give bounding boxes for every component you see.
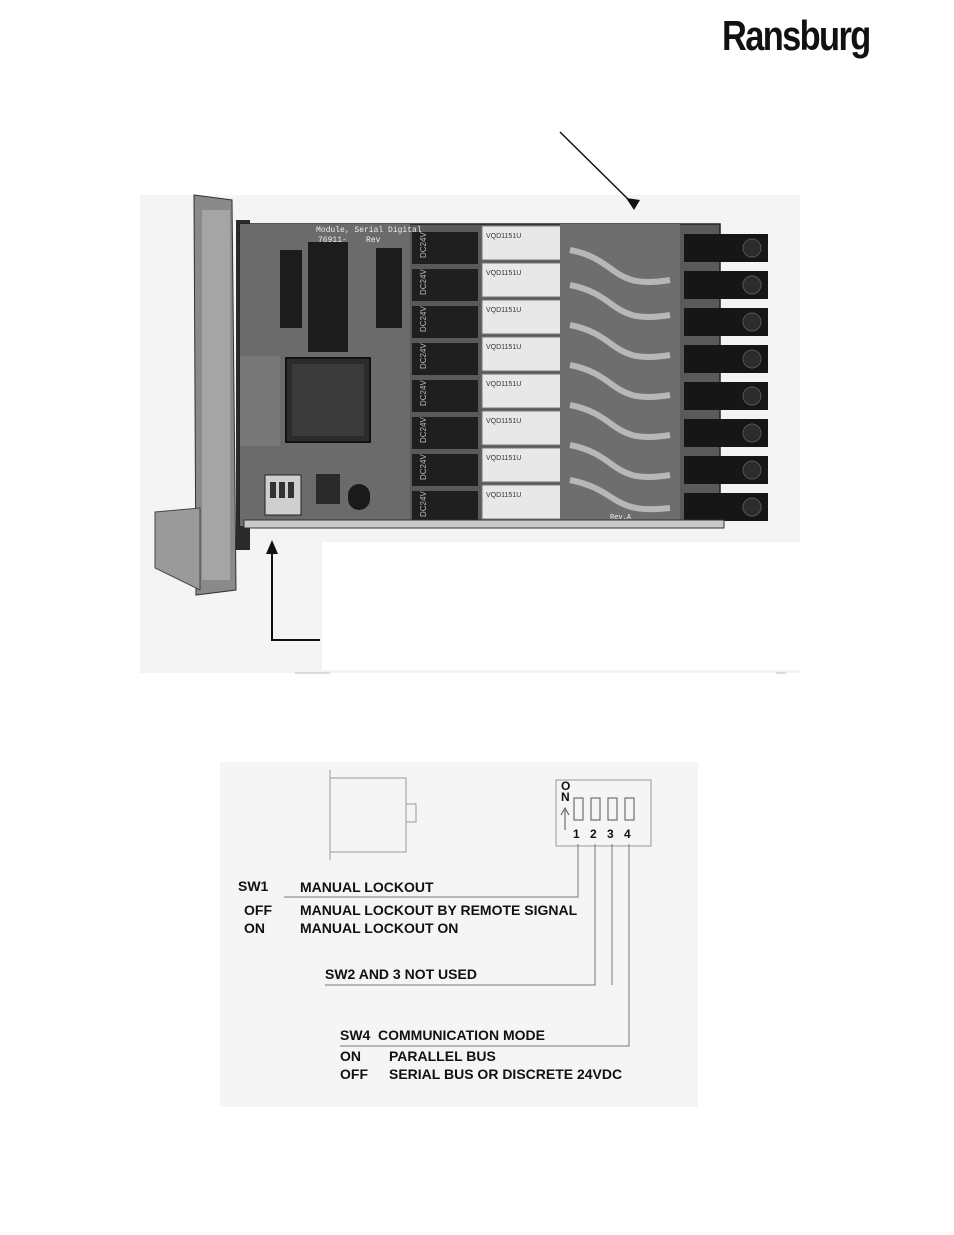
pointer-line-bottom <box>271 546 320 641</box>
relay-label: DC24V <box>419 269 428 295</box>
sw1-off-desc: MANUAL LOCKOUT BY REMOTE SIGNAL <box>300 902 578 918</box>
valve-label: VQD1151U <box>486 233 521 240</box>
fitting-port <box>742 275 762 295</box>
valve <box>481 262 565 298</box>
relay <box>412 306 478 338</box>
fitting-port <box>742 423 762 443</box>
valve-label: VQD1151U <box>486 344 521 351</box>
valve <box>481 484 565 520</box>
relay <box>412 417 478 449</box>
dip-switch-4 <box>624 797 635 821</box>
valve-label: VQD1151U <box>486 270 521 277</box>
sw4-off-desc: SERIAL BUS OR DISCRETE 24VDC <box>389 1066 623 1082</box>
sw4-off-state: OFF <box>340 1066 368 1082</box>
relay <box>412 232 478 264</box>
valve-label: VQD1151U <box>486 455 521 462</box>
sw1-on-desc: MANUAL LOCKOUT ON <box>300 920 459 936</box>
relay <box>412 380 478 412</box>
dip-on-label: O N <box>561 779 571 804</box>
dip-number-3: 3 <box>607 827 614 841</box>
sw4-on-desc: PARALLEL BUS <box>389 1048 496 1064</box>
dip-switch-2 <box>590 797 601 821</box>
pointer-line-top <box>559 131 635 206</box>
relay-label: DC24V <box>419 343 428 369</box>
dip-number-4: 4 <box>624 827 631 841</box>
fitting-column <box>684 234 768 521</box>
valve <box>481 299 565 335</box>
diagram-lines <box>284 770 652 1047</box>
valve-column: VQD1151U VQD1151U VQD1151U VQD1151U VQD1151U… <box>481 225 565 520</box>
brand-logo: Ransburg <box>722 12 871 59</box>
relay <box>412 454 478 486</box>
fitting-port <box>742 460 762 480</box>
fitting-port <box>742 349 762 369</box>
sw1-on-state: ON <box>244 920 265 936</box>
valve-label: VQD1151U <box>486 418 521 425</box>
valve <box>481 225 565 261</box>
sw4-code: SW4 <box>340 1027 371 1043</box>
valve-label: VQD1151U <box>486 381 521 388</box>
fitting-port <box>742 312 762 332</box>
sw1-title: MANUAL LOCKOUT <box>300 879 434 895</box>
module-photo-graphic: Module, Serial Digital 76911- Rev DC24VD… <box>140 131 800 674</box>
valve <box>481 410 565 446</box>
relay-label: DC24V <box>419 454 428 480</box>
relay <box>412 491 478 523</box>
pointer-arrowhead-bottom <box>266 540 278 554</box>
valve-label: VQD1151U <box>486 492 521 499</box>
valve <box>481 336 565 372</box>
dip-switch-diagram: O N 1 2 3 4 SW1 MANUAL LOCKOUT OFF MANUA… <box>220 762 698 1107</box>
fitting-port <box>742 497 762 517</box>
dip-number-1: 1 <box>573 827 580 841</box>
sw4-title: COMMUNICATION MODE <box>378 1027 545 1043</box>
relay-label: DC24V <box>419 491 428 517</box>
relay-label: DC24V <box>419 380 428 406</box>
relay-label: DC24V <box>419 306 428 332</box>
sw23-note: SW2 AND 3 NOT USED <box>325 966 477 982</box>
sw1-code: SW1 <box>238 878 269 894</box>
relay-label: DC24V <box>419 232 428 258</box>
valve <box>481 447 565 483</box>
pcb-bottom-silkscreen: Rev.A <box>610 514 632 522</box>
fitting-port <box>742 386 762 406</box>
dip-switch-3 <box>607 797 618 821</box>
valve-label: VQD1151U <box>486 307 521 314</box>
pointer-arrowhead-top <box>626 198 640 210</box>
sw1-off-state: OFF <box>244 902 272 918</box>
pcb-silkscreen-3: Rev <box>366 236 381 245</box>
relay-column: DC24V DC24V DC24V DC24V DC24V DC24V DC24V DC24V <box>412 232 478 523</box>
relay-label: DC24V <box>419 417 428 443</box>
dip-switch-1 <box>573 797 584 821</box>
pcb-silkscreen-2: 76911- <box>318 236 347 245</box>
pcb-silkscreen-1: Module, Serial Digital <box>316 226 422 235</box>
relay <box>412 269 478 301</box>
dip-switch-body <box>555 779 652 847</box>
valve <box>481 373 565 409</box>
fitting-port <box>742 238 762 258</box>
dip-number-2: 2 <box>590 827 597 841</box>
relay <box>412 343 478 375</box>
sw4-on-state: ON <box>340 1048 361 1064</box>
